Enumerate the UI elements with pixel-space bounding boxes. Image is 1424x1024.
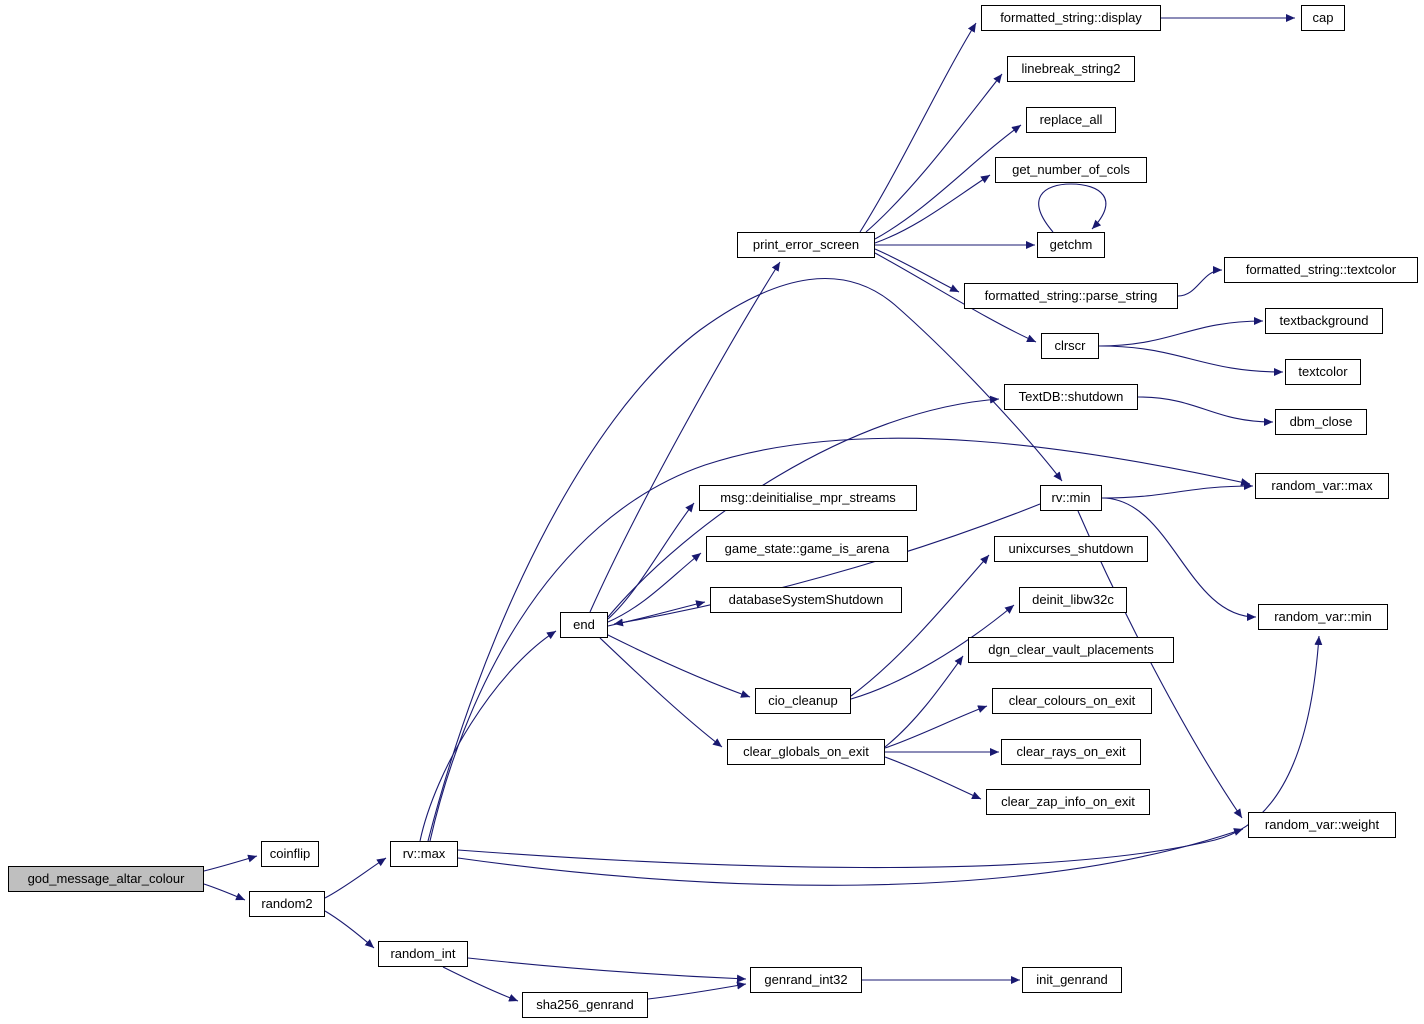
- edge-print-error-screen-to-clrscr: [874, 252, 1037, 343]
- edge-cio-cleanup-to-deinit-libw32c: [850, 604, 1015, 700]
- node-cio-cleanup[interactable]: cio_cleanup: [755, 688, 851, 714]
- edge-end-to-textdb-shutdown: [607, 395, 1000, 618]
- node-clrscr[interactable]: clrscr: [1041, 333, 1099, 359]
- node-rv-min[interactable]: rv::min: [1040, 485, 1102, 511]
- node-genrand-int32[interactable]: genrand_int32: [750, 967, 862, 993]
- node-coinflip[interactable]: coinflip: [261, 841, 319, 867]
- node-databasesystemshutdown[interactable]: databaseSystemShutdown: [710, 587, 902, 613]
- edge-print-error-screen-to-get-number-of-cols: [874, 174, 991, 244]
- edge-random-int-to-genrand-int32: [467, 957, 747, 983]
- edge-clrscr-to-textbackground: [1098, 317, 1264, 347]
- node-unixcurses-shutdown[interactable]: unixcurses_shutdown: [994, 536, 1148, 562]
- node-sha256-genrand[interactable]: sha256_genrand: [522, 992, 648, 1018]
- edge-print-error-screen-to-formatted-string-display: [859, 22, 977, 233]
- edge-sha256-genrand-to-genrand-int32: [647, 981, 747, 1000]
- edge-rv-max-to-random-var-min: [457, 635, 1323, 869]
- node-cap[interactable]: cap: [1301, 5, 1345, 31]
- node-dbm-close[interactable]: dbm_close: [1275, 409, 1367, 435]
- node-formatted-string-textcolor[interactable]: formatted_string::textcolor: [1224, 257, 1418, 283]
- edge-textdb-shutdown-to-dbm-close: [1137, 396, 1274, 426]
- node-formatted-string-parse-string[interactable]: formatted_string::parse_string: [964, 283, 1178, 309]
- edge-rv-min-to-end: [613, 503, 1041, 627]
- edge-rv-max-to-end: [419, 630, 557, 842]
- edge-formatted-string-parse-string-to-formatted-string-textcolor: [1177, 266, 1223, 297]
- edge-getchm-to-getchm: [1038, 183, 1107, 233]
- edge-god-message-altar-colour-to-coinflip: [203, 854, 258, 872]
- edge-rv-min-to-random-var-min: [1101, 497, 1257, 621]
- node-dgn-clear-vault-placements[interactable]: dgn_clear_vault_placements: [968, 637, 1174, 663]
- node-game-state-game-is-arena[interactable]: game_state::game_is_arena: [706, 536, 908, 562]
- node-deinit-libw32c[interactable]: deinit_libw32c: [1019, 587, 1127, 613]
- edge-random2-to-random-int: [324, 910, 375, 949]
- edge-end-to-print-error-screen: [589, 261, 781, 613]
- node-clear-zap-info-on-exit[interactable]: clear_zap_info_on_exit: [986, 789, 1150, 815]
- node-clear-colours-on-exit[interactable]: clear_colours_on_exit: [992, 688, 1152, 714]
- node-textdb-shutdown[interactable]: TextDB::shutdown: [1004, 384, 1138, 410]
- edge-clear-globals-on-exit-to-clear-zap-info-on-exit: [884, 756, 982, 800]
- edge-clrscr-to-textcolor: [1098, 345, 1284, 376]
- node-random-var-weight[interactable]: random_var::weight: [1248, 812, 1396, 838]
- edge-rv-min-to-random-var-max: [1101, 482, 1254, 499]
- node-getchm[interactable]: getchm: [1037, 232, 1105, 258]
- node-get-number-of-cols[interactable]: get_number_of_cols: [995, 157, 1147, 183]
- node-end[interactable]: end: [560, 612, 608, 638]
- node-formatted-string-display[interactable]: formatted_string::display: [981, 5, 1161, 31]
- edge-end-to-game-state-game-is-arena: [607, 552, 702, 623]
- node-textcolor[interactable]: textcolor: [1285, 359, 1361, 385]
- edge-end-to-clear-globals-on-exit: [599, 637, 723, 748]
- node-msg-deinitialise-mpr-streams[interactable]: msg::deinitialise_mpr_streams: [699, 485, 917, 511]
- edge-clear-globals-on-exit-to-dgn-clear-vault-placements: [884, 655, 964, 748]
- node-clear-globals-on-exit[interactable]: clear_globals_on_exit: [727, 739, 885, 765]
- node-random-var-max[interactable]: random_var::max: [1255, 473, 1389, 499]
- node-replace-all[interactable]: replace_all: [1026, 107, 1116, 133]
- edge-rv-max-to-rv-min: [427, 278, 1063, 842]
- node-random-var-min[interactable]: random_var::min: [1258, 604, 1388, 630]
- edge-rv-max-to-random-var-max: [429, 437, 1251, 842]
- edge-god-message-altar-colour-to-random2: [203, 883, 246, 901]
- edge-rv-max-to-random-var-weight: [457, 828, 1244, 886]
- node-init-genrand[interactable]: init_genrand: [1022, 967, 1122, 993]
- node-random-int[interactable]: random_int: [378, 941, 468, 967]
- node-print-error-screen[interactable]: print_error_screen: [737, 232, 875, 258]
- node-rv-max[interactable]: rv::max: [390, 841, 458, 867]
- node-random2[interactable]: random2: [249, 891, 325, 917]
- edge-end-to-cio-cleanup: [605, 633, 751, 698]
- edge-end-to-msg-deinitialise-mpr-streams: [607, 502, 695, 620]
- edge-random-int-to-sha256-genrand: [442, 966, 519, 1002]
- node-linebreak-string2[interactable]: linebreak_string2: [1007, 56, 1135, 82]
- edge-print-error-screen-to-linebreak-string2: [865, 73, 1003, 233]
- edge-random2-to-rv-max: [324, 857, 387, 899]
- edge-clear-globals-on-exit-to-clear-colours-on-exit: [884, 705, 988, 749]
- node-clear-rays-on-exit[interactable]: clear_rays_on_exit: [1001, 739, 1141, 765]
- node-textbackground[interactable]: textbackground: [1265, 308, 1383, 334]
- edge-print-error-screen-to-formatted-string-parse-string: [874, 248, 960, 293]
- edge-print-error-screen-to-replace-all: [874, 124, 1022, 240]
- node-god-message-altar-colour[interactable]: god_message_altar_colour: [8, 866, 204, 892]
- edge-cio-cleanup-to-unixcurses-shutdown: [850, 554, 990, 697]
